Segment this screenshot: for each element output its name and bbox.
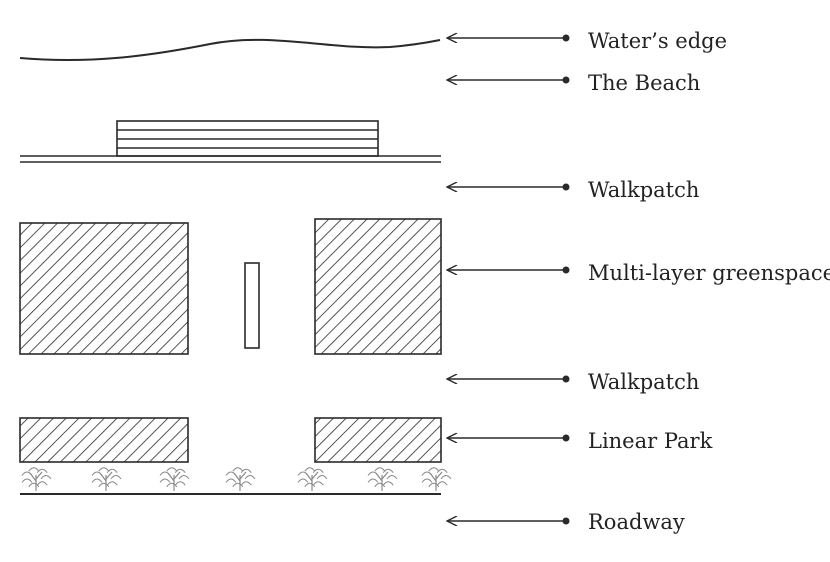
tree-icon: [21, 467, 52, 491]
water-edge-line: [19, 38, 441, 62]
arrow-walkpatch-bottom: [447, 376, 570, 383]
label-walkpatch-bottom: Walkpatch: [588, 370, 700, 394]
arrow-walkpatch-top: [447, 184, 570, 191]
linear-park-block-right: [314, 417, 442, 463]
arrow-water-edge: [447, 35, 570, 42]
walkpath-edge-lines: [20, 155, 441, 163]
tree-icon: [421, 467, 452, 491]
tree-icon: [159, 467, 190, 491]
arrow-beach: [447, 77, 570, 84]
arrow-linear-park: [447, 435, 570, 442]
label-linear-park: Linear Park: [588, 429, 713, 453]
tree-icon: [225, 467, 256, 491]
label-walkpatch-top: Walkpatch: [588, 178, 700, 202]
linear-park-block-left: [19, 417, 189, 463]
label-greenspace: Multi-layer greenspace: [588, 261, 830, 285]
tree-icon: [297, 467, 328, 491]
tree-icon: [91, 467, 122, 491]
greenspace-center-post: [244, 262, 260, 349]
label-water-edge: Water’s edge: [588, 29, 728, 53]
greenspace-block-right: [314, 218, 442, 355]
label-beach: The Beach: [588, 71, 701, 95]
arrow-greenspace: [447, 267, 570, 274]
greenspace-block-left: [19, 222, 189, 355]
label-roadway: Roadway: [588, 510, 685, 534]
arrow-roadway: [447, 518, 570, 525]
beach-steps: [116, 120, 379, 157]
tree-row: [21, 467, 452, 491]
tree-icon: [367, 467, 398, 491]
